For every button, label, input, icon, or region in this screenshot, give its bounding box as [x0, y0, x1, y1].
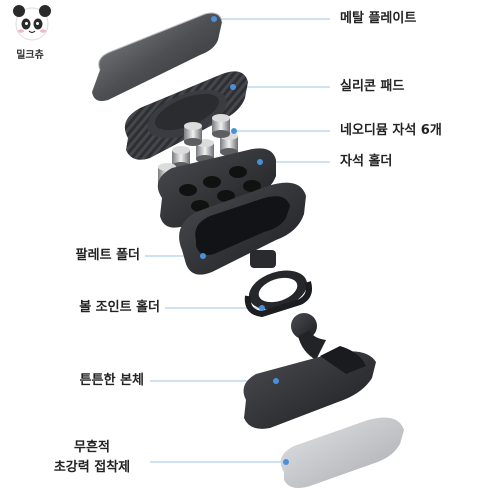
label-metal-plate: 메탈 플레이트	[340, 11, 417, 26]
label-silicone-pad: 실리콘 패드	[340, 79, 405, 94]
dot-adhesive	[283, 459, 289, 465]
adhesive-pad-part	[280, 417, 404, 488]
label-sturdy-body: 튼튼한 본체	[79, 373, 144, 388]
pallet-holder-part	[179, 182, 306, 275]
label-ball-joint-holder: 볼 조인트 홀더	[79, 300, 160, 315]
main-body-part	[243, 313, 376, 429]
dot-magnets	[231, 128, 237, 134]
silicone-pad-part	[124, 71, 248, 160]
label-no-trace: 무흔적	[74, 440, 110, 455]
metal-plate-part	[92, 12, 223, 101]
ball-joint-holder-part	[244, 270, 312, 318]
dot-metal-plate	[211, 16, 217, 22]
dot-silicone-pad	[230, 84, 236, 90]
label-pallet-holder: 팔레트 폴더	[75, 248, 140, 263]
dot-body	[273, 378, 279, 384]
label-strong-adhesive: 초강력 접착제	[53, 460, 131, 475]
dot-magnet-holder	[257, 159, 263, 165]
dot-ball-joint	[259, 305, 265, 311]
brand-logo-text: 밀크츄	[16, 50, 44, 61]
dot-pallet-holder	[200, 253, 206, 259]
magnet-5	[184, 122, 202, 146]
panda-logo-icon	[13, 5, 51, 41]
magnet-holder-part	[157, 148, 276, 228]
callout-dots	[200, 16, 289, 465]
label-neodymium-magnets: 네오디뮴 자석 6개	[340, 123, 442, 138]
magnet-6	[212, 114, 230, 138]
label-magnet-holder: 자석 홀더	[340, 154, 393, 169]
